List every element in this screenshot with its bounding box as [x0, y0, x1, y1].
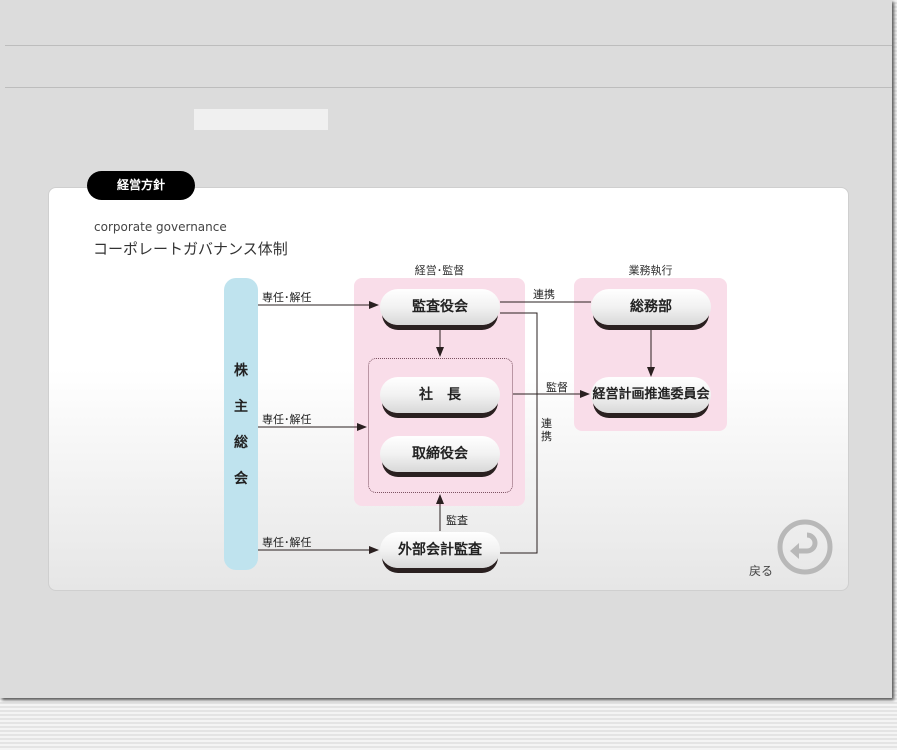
edge-label: 専任･解任 [262, 413, 312, 426]
edge-label: 監査 [446, 514, 468, 527]
shareholders-meeting: 株 主 総 会 [224, 278, 258, 570]
node-auditors[interactable]: 監査役会 [380, 289, 500, 325]
node-planning[interactable]: 経営計画推進委員会 [591, 377, 711, 413]
node-president[interactable]: 社 長 [380, 377, 500, 413]
node-external-audit[interactable]: 外部会計監査 [380, 532, 500, 568]
edge-label: 連携 [541, 417, 552, 443]
edge-cooperate2 [500, 312, 538, 554]
divider [5, 87, 892, 88]
placeholder-box [194, 109, 328, 130]
section-tab[interactable]: 経営方針 [87, 171, 195, 200]
edge-label: 監督 [546, 381, 568, 394]
node-board[interactable]: 取締役会 [380, 436, 500, 472]
page-title: コーポレートガバナンス体制 [93, 240, 288, 258]
edge-label: 専任･解任 [262, 291, 312, 304]
char: 主 [234, 399, 248, 415]
char: 総 [234, 435, 248, 451]
page-panel: 経営方針 corporate governance コーポレートガバナンス体制 … [0, 0, 892, 698]
edge-label: 連携 [533, 288, 555, 301]
connector-lines [258, 301, 655, 554]
back-label[interactable]: 戻る [749, 564, 774, 578]
back-icon[interactable] [776, 518, 834, 576]
edge-label: 専任･解任 [262, 536, 312, 549]
char: 会 [234, 471, 248, 487]
board-group [368, 358, 513, 493]
divider [5, 45, 892, 46]
group-label-management: 経営･監督 [414, 264, 465, 277]
char: 株 [234, 363, 248, 379]
node-general-affairs[interactable]: 総務部 [591, 289, 711, 325]
subtitle: corporate governance [94, 220, 227, 234]
group-label-execution: 業務執行 [628, 264, 673, 277]
